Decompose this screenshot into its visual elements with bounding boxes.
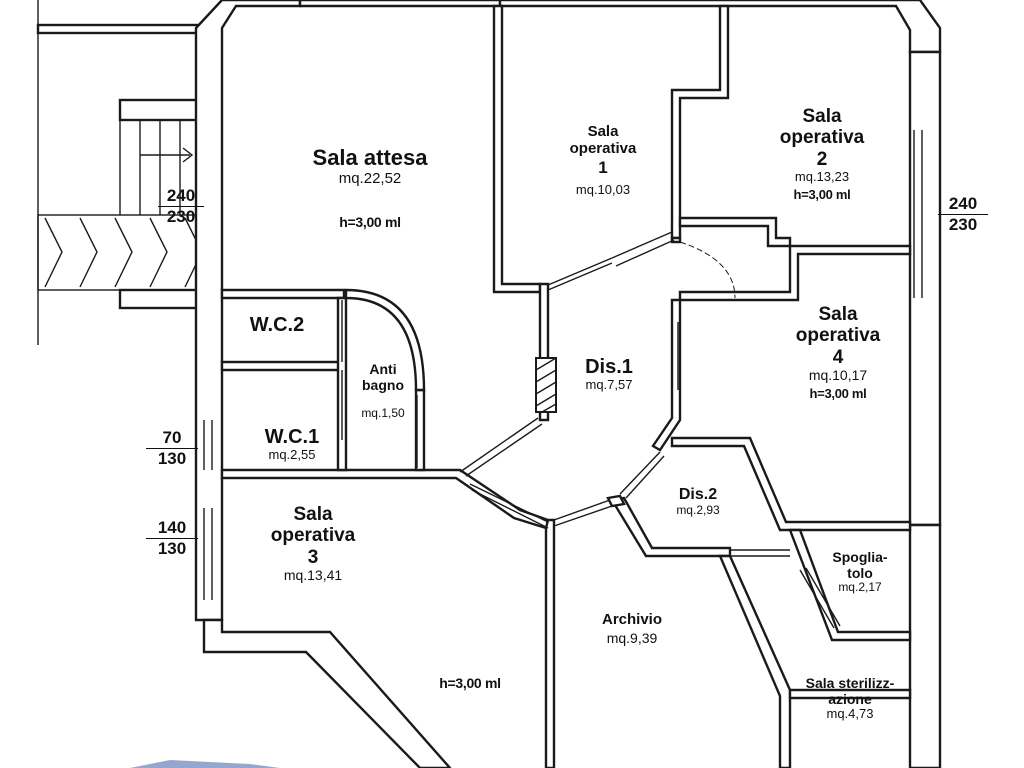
room-spogliatoio: Spoglia- tolo mq.2,17 (818, 549, 902, 595)
room-area: mq.1,50 (361, 406, 405, 421)
room-name: Sala (802, 106, 842, 127)
dimension-top: 240 (948, 194, 978, 213)
outer-walls (194, 0, 942, 768)
dimension-left-low: 140 130 (146, 518, 198, 559)
room-name: tolo (847, 564, 873, 581)
doors (341, 231, 841, 629)
dimension-bar (158, 206, 204, 207)
dimension-bottom: 230 (948, 215, 978, 234)
dimension-left-top: 240 230 (156, 186, 206, 227)
dimension-bar (146, 538, 198, 539)
room-area: mq.13,41 (283, 566, 343, 583)
room-name: azione (828, 690, 872, 707)
room-sterilizzazione: Sala sterilizz- azione mq.4,73 (788, 675, 912, 722)
curved-wall (344, 288, 426, 392)
room-name: Sala (293, 504, 333, 525)
room-area: mq.10,17 (808, 366, 868, 383)
room-sala-operativa-3-height: h=3,00 ml (439, 675, 501, 691)
interior-walls (220, 4, 912, 768)
right-window (913, 130, 923, 298)
stair-area (36, 0, 212, 345)
room-height: h=3,00 ml (793, 187, 851, 203)
room-area: mq.22,52 (338, 169, 402, 187)
room-name: Archivio (601, 611, 662, 628)
room-area: mq.7,57 (585, 377, 633, 393)
room-antibagno: Anti bagno mq.1,50 (350, 361, 416, 421)
room-area: mq.2,93 (676, 502, 720, 517)
room-name: Sala (818, 304, 858, 325)
room-wc1: W.C.1 mq.2,55 (244, 426, 340, 463)
room-name: Dis.1 (585, 356, 633, 378)
room-number: 2 (816, 148, 828, 170)
room-height: h=3,00 ml (809, 386, 867, 402)
room-sala-operativa-1: Sala operativa 1 mq.10,03 (548, 123, 658, 197)
room-number: 4 (832, 346, 844, 368)
dimension-top: 140 (157, 518, 187, 537)
room-sala-operativa-4: Sala operativa 4 mq.10,17 h=3,00 ml (776, 304, 900, 402)
room-number: 3 (307, 546, 319, 568)
dimension-bottom: 230 (166, 207, 196, 226)
room-area: mq.10,03 (575, 181, 631, 197)
room-sala-attesa: Sala attesa mq.22,52 h=3,00 ml (290, 145, 450, 231)
room-area: mq.2,55 (268, 447, 316, 463)
room-name: W.C.1 (264, 426, 320, 448)
room-area: mq.9,39 (606, 629, 658, 646)
dimension-top: 70 (162, 428, 182, 447)
room-sala-operativa-2: Sala operativa 2 mq.13,23 h=3,00 ml (762, 106, 882, 203)
room-name: operativa (795, 325, 881, 347)
dimension-bar (938, 214, 988, 215)
room-name: Spoglia- (832, 549, 888, 565)
room-area: mq.13,23 (794, 168, 850, 184)
left-windows (203, 420, 213, 600)
room-wc2: W.C.2 (249, 314, 305, 336)
room-area: mq.2,17 (838, 580, 882, 595)
dimension-left-mid: 70 130 (146, 428, 198, 469)
room-name: operativa (779, 127, 865, 149)
room-sala-operativa-3: Sala operativa 3 mq.13,41 (250, 504, 376, 583)
pillar (535, 357, 557, 413)
room-name: Dis.2 (678, 486, 718, 503)
dimension-right-top: 240 230 (936, 194, 990, 235)
room-name: Sala (587, 123, 619, 140)
room-archivio: Archivio mq.9,39 (582, 611, 682, 646)
room-area: mq.4,73 (826, 706, 874, 722)
room-name: operativa (270, 525, 356, 547)
room-name: bagno (362, 376, 404, 393)
dimension-bar (146, 448, 198, 449)
dimension-bottom: 130 (157, 539, 187, 558)
room-number: 1 (598, 157, 608, 177)
room-dis1: Dis.1 mq.7,57 (566, 356, 652, 393)
room-height: h=3,00 ml (339, 214, 401, 231)
dimension-top: 240 (166, 186, 196, 205)
blue-mark (130, 760, 280, 768)
room-name: Sala sterilizz- (805, 675, 895, 691)
room-dis2: Dis.2 mq.2,93 (660, 486, 736, 517)
room-name: Anti (369, 361, 397, 377)
room-name: Sala attesa (312, 145, 428, 170)
room-name: operativa (569, 139, 637, 157)
dimension-bottom: 130 (157, 449, 187, 468)
